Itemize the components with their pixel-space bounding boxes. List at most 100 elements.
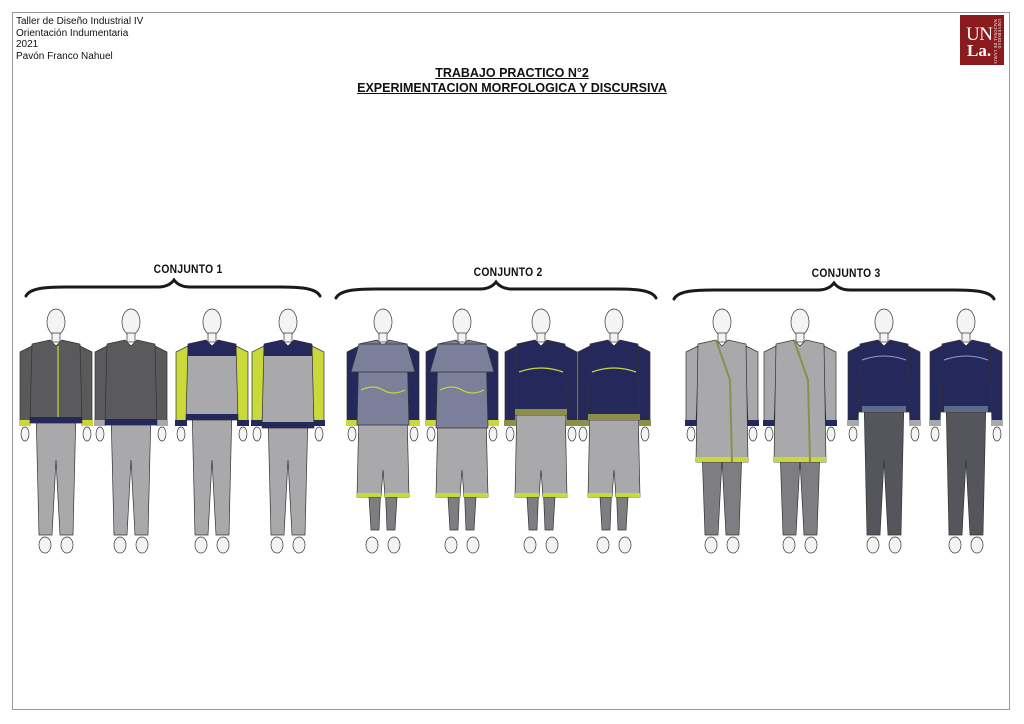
coat-lapel — [793, 339, 811, 463]
cuff-right — [639, 420, 651, 426]
sleeve-left — [763, 345, 777, 425]
chest-seam — [518, 367, 564, 373]
course-name: Taller de Diseño Industrial IV — [16, 16, 144, 27]
coat-hem — [696, 457, 748, 462]
foot-right — [618, 536, 632, 554]
trousers — [267, 413, 309, 536]
mannequin-neck — [378, 332, 388, 343]
page-title: TRABAJO PRACTICO N°2 EXPERIMENTACION MOR… — [312, 66, 712, 96]
hand-right — [238, 426, 248, 442]
trousers — [35, 408, 77, 536]
mannequin-head — [46, 308, 66, 336]
hem-band — [262, 422, 314, 428]
foot-right — [804, 536, 818, 554]
trousers — [191, 405, 233, 536]
foot-left — [365, 536, 379, 554]
foot-right — [60, 536, 74, 554]
foot-right — [545, 536, 559, 554]
foot-left — [948, 536, 962, 554]
shorts-hem-left — [357, 493, 381, 497]
mannequin-head — [712, 308, 732, 336]
mannequin-head — [452, 308, 472, 336]
foot-right — [387, 536, 401, 554]
cuff-right — [747, 420, 759, 426]
hand-right — [314, 426, 324, 442]
jacket-body — [939, 339, 993, 413]
foot-right — [292, 536, 306, 554]
trousers — [779, 447, 821, 536]
fashion-figure-1 — [19, 308, 93, 554]
foot-left — [596, 536, 610, 554]
year: 2021 — [16, 39, 39, 50]
mannequin-neck — [879, 332, 889, 343]
sheet-border — [12, 12, 1010, 710]
cuff-left — [175, 420, 187, 426]
trousers — [701, 447, 743, 536]
hand-left — [505, 426, 515, 442]
hand-left — [426, 426, 436, 442]
mannequin-head — [790, 308, 810, 336]
fashion-figure-10 — [763, 308, 837, 554]
mannequin-head — [278, 308, 298, 336]
cuff-right — [909, 420, 921, 426]
jacket-body — [29, 339, 83, 424]
hand-left — [95, 426, 105, 442]
logo-side-text: UNIVERSIDAD NACIONAL DE LANUS — [993, 19, 1002, 64]
fashion-figure-11 — [847, 308, 921, 554]
fashion-figure-5 — [346, 308, 420, 554]
logo-la-text: La. — [967, 41, 992, 60]
shorts-hem-right — [543, 493, 567, 497]
mannequin-head — [604, 308, 624, 336]
hem-band — [515, 409, 567, 415]
brace-conjunto-2 — [334, 279, 658, 300]
shorts-hem-left — [515, 493, 539, 497]
trousers — [110, 410, 152, 536]
cuff-left — [251, 420, 263, 426]
fashion-figure-6 — [425, 308, 499, 554]
sleeve-left — [685, 345, 699, 425]
trousers — [863, 397, 905, 536]
hand-left — [930, 426, 940, 442]
cuff-right — [313, 420, 325, 426]
mannequin-neck — [536, 332, 546, 343]
sleeve-right — [745, 345, 759, 425]
hand-right — [488, 426, 498, 442]
hand-left — [176, 426, 186, 442]
foot-left — [523, 536, 537, 554]
cape-overlay — [429, 343, 495, 373]
hand-left — [578, 426, 588, 442]
foot-left — [782, 536, 796, 554]
conjunto-3-label: CONJUNTO 3 — [811, 266, 881, 280]
wave-detail — [360, 386, 406, 394]
jacket-body — [857, 339, 911, 413]
title-line-2: EXPERIMENTACION MORFOLOGICA Y DISCURSIVA — [357, 81, 667, 95]
hand-right — [157, 426, 167, 442]
hand-left — [252, 426, 262, 442]
mannequin-head — [202, 308, 222, 336]
cuff-right — [237, 420, 249, 426]
hem-band — [105, 419, 157, 425]
wave-detail — [439, 386, 485, 394]
fashion-figures — [19, 308, 1003, 554]
mannequin-neck — [609, 332, 619, 343]
foot-right — [216, 536, 230, 554]
jacket-body — [587, 339, 641, 421]
hand-right — [640, 426, 650, 442]
conjunto-2-label: CONJUNTO 2 — [473, 265, 543, 279]
foot-right — [726, 536, 740, 554]
fashion-figure-2 — [94, 308, 168, 554]
group-braces — [24, 277, 996, 301]
cuff-right — [81, 420, 93, 426]
hand-left — [20, 426, 30, 442]
chest-seam — [591, 367, 637, 373]
foot-left — [194, 536, 208, 554]
foot-right — [135, 536, 149, 554]
shorts-hem-right — [616, 493, 640, 497]
cuff-left — [346, 420, 358, 426]
shorts-hem-left — [588, 493, 612, 497]
cuff-left — [847, 420, 859, 426]
brace-conjunto-3 — [672, 280, 996, 301]
yoke-seam — [861, 355, 907, 361]
mannequin-head — [956, 308, 976, 336]
waistband — [862, 406, 906, 412]
